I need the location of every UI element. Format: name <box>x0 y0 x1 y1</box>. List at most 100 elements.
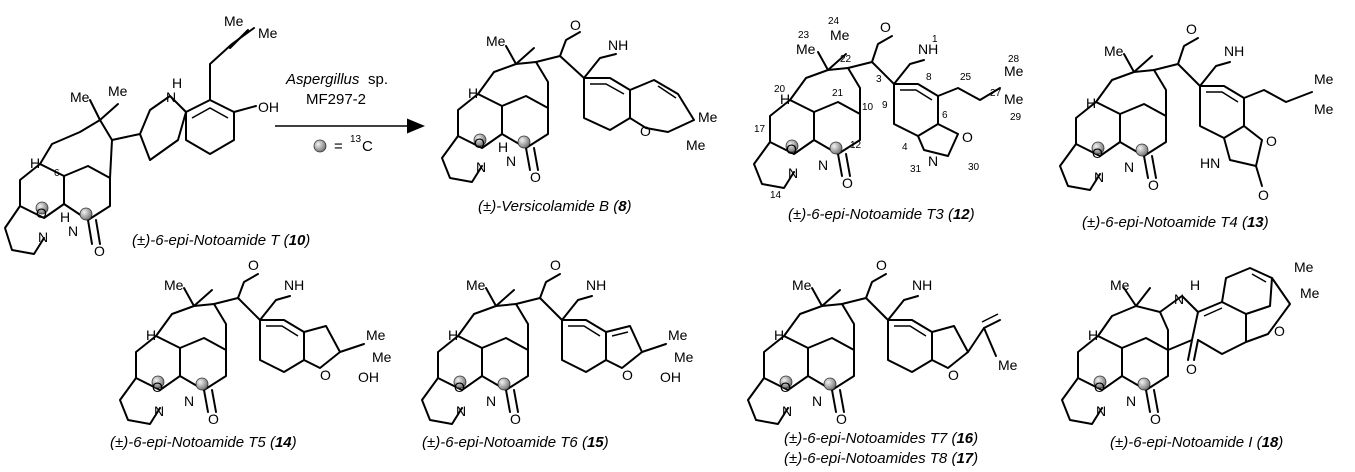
atom-o: O <box>248 257 259 273</box>
atom-n: N <box>812 393 822 409</box>
atom-o: O <box>570 17 581 33</box>
atom-nh: NH <box>1224 43 1244 59</box>
atom-n: N <box>1174 291 1184 307</box>
legend-equals: = <box>334 138 343 155</box>
atom-me: Me <box>1314 101 1334 117</box>
locant-14: 14 <box>770 190 782 201</box>
atom-h: H <box>468 85 478 101</box>
organism-name: Aspergillus <box>285 71 360 88</box>
locant-10: 10 <box>862 102 874 113</box>
atom-n: N <box>68 223 78 239</box>
atom-n: N <box>506 153 516 169</box>
atom-o: O <box>510 411 521 427</box>
atom-n: N <box>1094 169 1104 185</box>
locant-30: 30 <box>968 162 980 173</box>
locant-23: 23 <box>798 30 810 41</box>
compound-label-14: (±)-6-epi-Notoamide T5 (14) <box>110 434 297 451</box>
atom-n: N <box>788 165 798 181</box>
compound-label-17: (±)-6-epi-Notoamides T8 (17) <box>784 450 979 467</box>
atom-o: O <box>1148 177 1159 193</box>
atom-me: Me <box>108 83 128 99</box>
atom-me: Me <box>674 349 694 365</box>
atom-o: O <box>1186 361 1197 377</box>
atom-me: Me <box>224 13 244 29</box>
atom-n: N <box>1124 159 1134 175</box>
atom-h: H <box>30 155 40 171</box>
locant-8: 8 <box>926 72 932 83</box>
locant-31: 31 <box>910 164 922 175</box>
atom-me: Me <box>698 109 718 125</box>
atom-o: O <box>94 243 105 259</box>
locant-29: 29 <box>1010 112 1022 123</box>
atom-me: Me <box>998 357 1018 373</box>
atom-n: N <box>928 153 938 169</box>
atom-n: N <box>154 403 164 419</box>
reaction-arrow: Aspergillus sp. MF297-2 = 13 C <box>275 71 425 155</box>
atom-me: Me <box>1104 43 1124 59</box>
atom-nh: NH <box>586 277 606 293</box>
atom-me: Me <box>486 33 506 49</box>
atom-me: Me <box>372 349 392 365</box>
atom-o: O <box>1094 379 1105 395</box>
atom-me: Me <box>70 89 90 105</box>
atom-me: Me <box>1300 285 1320 301</box>
organism-suffix: sp. <box>368 71 388 88</box>
atom-o: O <box>880 19 891 35</box>
compound-label-15: (±)-6-epi-Notoamide T6 (15) <box>422 434 609 451</box>
atom-me: Me <box>164 277 184 293</box>
strain-label: MF297-2 <box>306 91 366 108</box>
atom-me: Me <box>258 25 278 41</box>
atom-me: Me <box>686 137 706 153</box>
atom-o: O <box>842 175 853 191</box>
atom-me: Me <box>668 327 688 343</box>
atom-me: Me <box>792 277 812 293</box>
compound-label-12: (±)-6-epi-Notoamide T3 (12) <box>788 206 975 223</box>
structure-notoamide-t5: O NH Me H O N N O O Me Me OH <box>119 257 392 427</box>
atom-me: Me <box>366 327 386 343</box>
atom-o: O <box>786 141 797 157</box>
atom-n: N <box>1126 393 1136 409</box>
structure-notoamide-i: H N O Me Me Me H O N N O O <box>1061 259 1320 427</box>
locant-3: 3 <box>876 74 882 85</box>
atom-nh: NH <box>284 277 304 293</box>
isotope-legend-dot <box>313 139 327 153</box>
atom-h: H <box>1088 327 1098 343</box>
atom-o: O <box>1092 145 1103 161</box>
atom-o: O <box>530 169 541 185</box>
atom-o: O <box>36 205 47 221</box>
compound-label-16: (±)-6-epi-Notoamides T7 (16) <box>784 430 979 447</box>
atom-h: H <box>780 91 790 107</box>
atom-o: O <box>1266 133 1277 149</box>
atom-o: O <box>474 135 485 151</box>
atom-o: O <box>780 379 791 395</box>
compound-label-10: (±)-6-epi-Notoamide T (10) <box>132 232 311 249</box>
atom-me: Me <box>1314 71 1334 87</box>
locant-20: 20 <box>774 84 786 95</box>
atom-hn: H <box>1190 277 1200 293</box>
structure-notoamide-t4: O NH Me H O N N O O HN O Me Me <box>1059 21 1334 203</box>
locant-24: 24 <box>828 16 840 27</box>
atom-nh: NH <box>918 41 938 57</box>
atom-n: N <box>166 89 176 105</box>
locant-12: 12 <box>850 140 862 151</box>
atom-hn: H <box>172 75 182 91</box>
atom-n: N <box>1096 403 1106 419</box>
structure-notoamide-t6: O NH Me H O N N O O Me Me OH <box>421 257 694 427</box>
atom-oh: OH <box>258 99 279 115</box>
atom-me: Me <box>796 41 816 57</box>
legend-isotope-element: C <box>362 138 373 155</box>
atom-n: N <box>818 157 828 173</box>
atom-n: N <box>782 403 792 419</box>
atom-o: O <box>152 379 163 395</box>
atom-o: O <box>550 257 561 273</box>
atom-n: N <box>38 229 48 245</box>
compound-label-13: (±)-6-epi-Notoamide T4 (13) <box>1082 214 1269 231</box>
structure-notoamides-t7-t8: O NH Me H O N N O O Me <box>747 257 1018 427</box>
atom-me: Me <box>1110 277 1130 293</box>
atom-o: O <box>1258 187 1269 203</box>
atom-h: H <box>498 139 508 155</box>
locant-22: 22 <box>840 54 852 65</box>
atom-h: H <box>146 327 156 343</box>
atom-me: Me <box>830 27 850 43</box>
